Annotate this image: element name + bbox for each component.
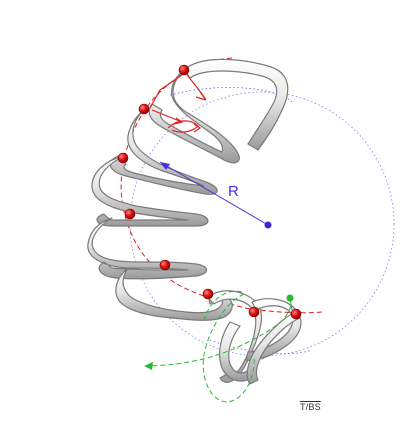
green-helix-path [147,290,292,403]
dotted-circle [129,87,395,357]
arrowhead-icon [144,362,153,370]
ca-atom-2 [138,103,150,115]
ca-atom-1 [178,64,190,76]
radius-label: R [228,183,239,200]
helix-axis-dash [120,57,323,314]
credit-label: T/BS [300,402,321,412]
radius-indicator: R [159,161,272,229]
ca-atom-8 [290,308,302,320]
blue-dot-icon [264,221,272,229]
green-markers [144,294,294,370]
ca-atom-6 [202,288,214,300]
ca-atom-4 [124,208,136,220]
ca-atom-5 [159,259,171,271]
ca-atom-7 [248,306,260,318]
rotation-arrows [149,69,207,133]
ca-atoms [117,64,302,320]
ca-atom-3 [117,152,129,164]
